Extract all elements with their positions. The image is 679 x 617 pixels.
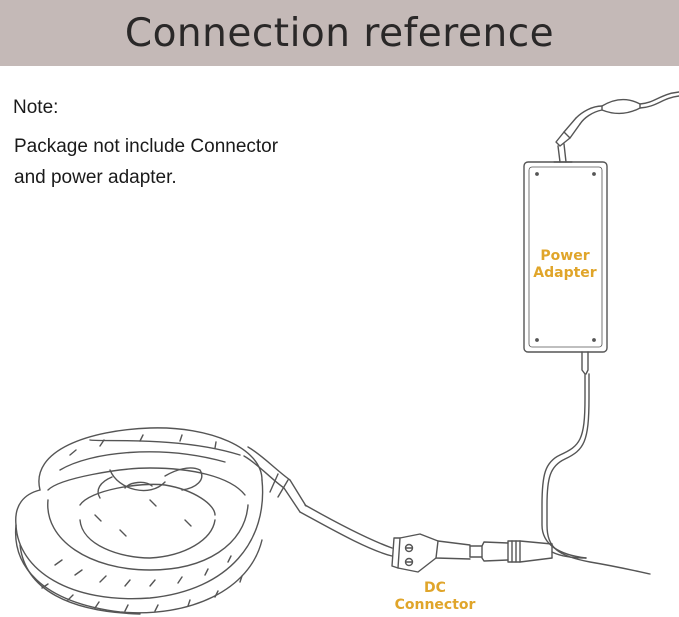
note-heading: Note: [13,97,59,118]
strip-wire-lower [299,511,393,557]
title-banner: Connection reference [0,0,679,66]
jack-wire [551,551,587,559]
note-line-1: Package not include Connector [14,136,279,157]
dc-connector-label-line-1: DC [424,580,446,596]
female-dc-jack-icon [469,540,553,563]
strip-lead-icon [243,446,307,513]
power-adapter-label-line-1: Power [540,248,590,264]
dc-cable-right [546,373,651,575]
led-strip-reel-icon [14,427,264,615]
dc-screw-connector-icon [391,533,471,573]
dc-connector-label-line-2: Connector [394,597,476,613]
power-adapter-label: Power Adapter [527,248,603,282]
strip-wire-upper [304,504,393,549]
dc-connector-label: DC Connector [390,580,480,614]
dc-cable-stub [585,351,589,375]
note-text: Package not include Connector and power … [14,131,334,193]
power-adapter-label-line-2: Adapter [533,265,597,281]
dc-cable-left [541,351,587,559]
power-adapter-icon [523,161,608,353]
page-title: Connection reference [124,10,555,56]
note-line-2: and power adapter. [14,167,177,188]
ac-plug-icon [553,91,679,163]
